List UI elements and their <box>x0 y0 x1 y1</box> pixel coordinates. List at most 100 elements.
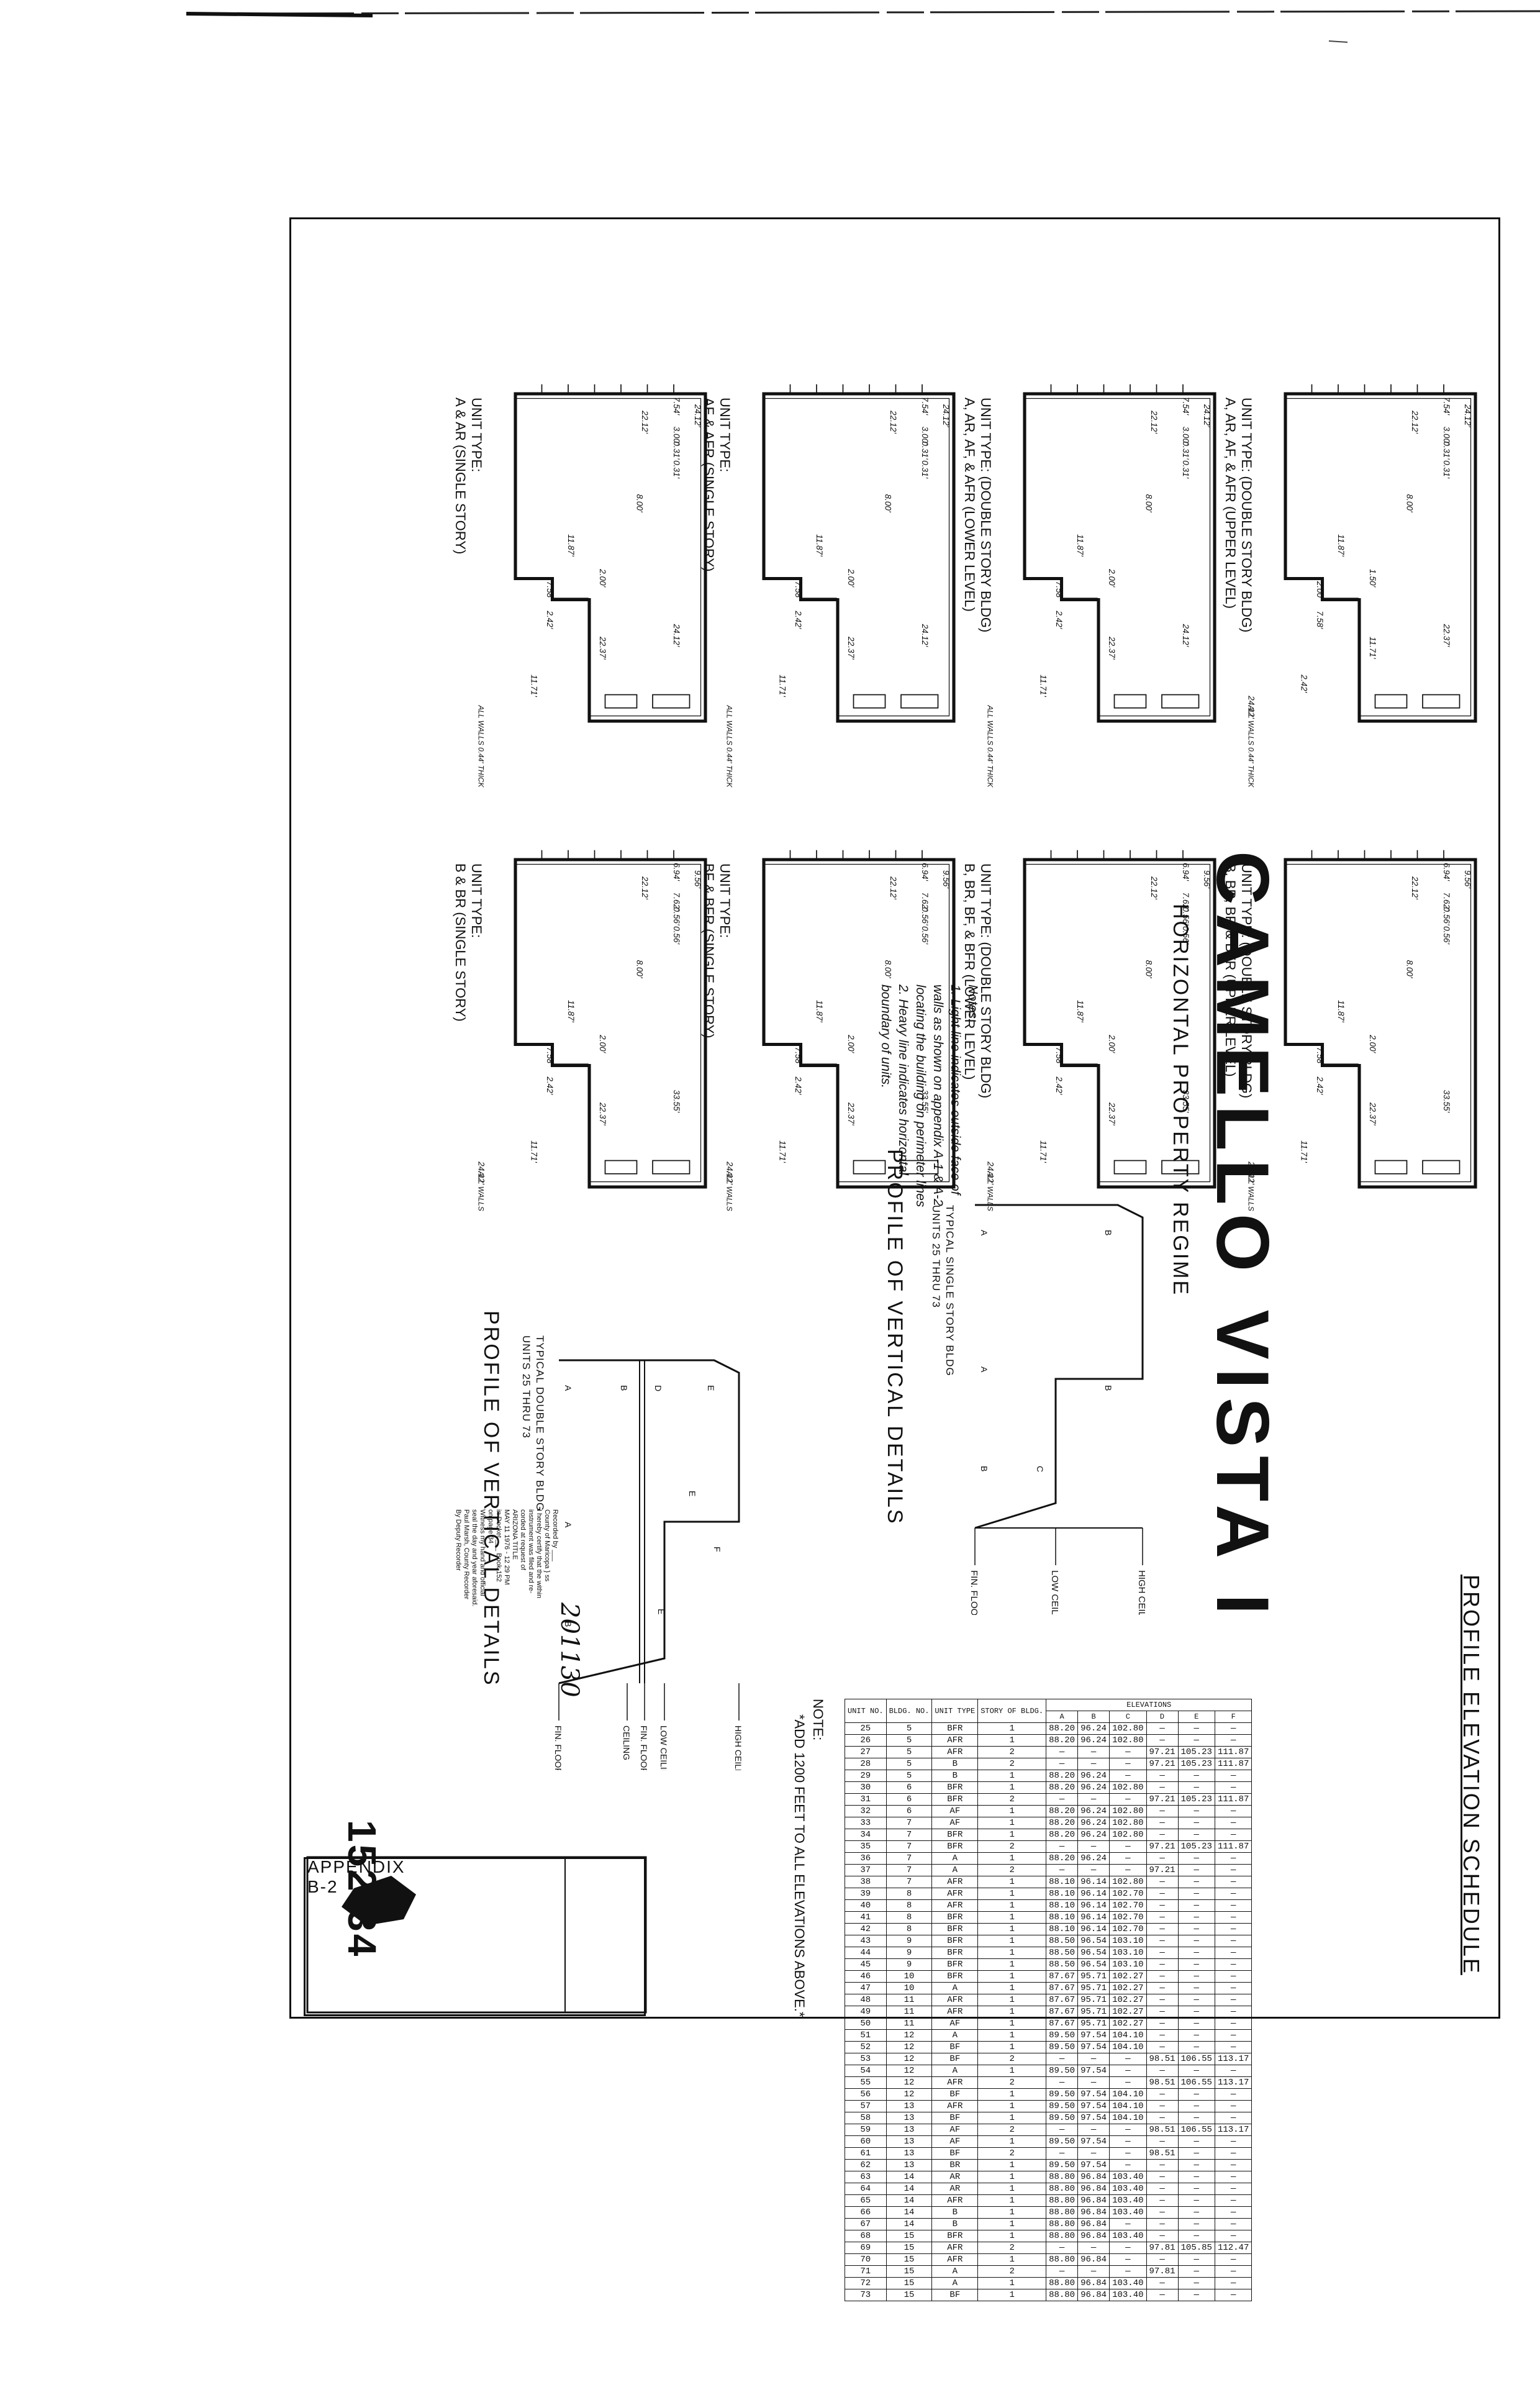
dimension-label: 7.62' <box>672 893 681 911</box>
schedule-cell: 89.50 <box>1046 2135 1078 2148</box>
schedule-cell: 2 <box>977 2076 1046 2089</box>
dimension-label: 11.87' <box>1076 1000 1085 1022</box>
schedule-cell: 96.24 <box>1077 1781 1110 1794</box>
schedule-cell: 113.17 <box>1215 2124 1252 2136</box>
unit-plan-caption-8: UNIT TYPE: (DOUBLE STORY BLDG)B, BR, BF,… <box>1222 863 1254 1098</box>
schedule-cell: 88.80 <box>1046 2277 1078 2289</box>
schedule-cell: 55 <box>845 2076 887 2089</box>
schedule-cell: — <box>1046 2265 1078 2278</box>
schedule-cell: — <box>1146 2065 1179 2077</box>
profile-point-label: E <box>687 1491 697 1496</box>
schedule-cell: AF <box>931 2124 978 2136</box>
profile-point-label: B <box>1103 1230 1113 1235</box>
schedule-cell: BFR <box>931 1911 978 1924</box>
schedule-cell: — <box>1109 1864 1147 1876</box>
schedule-cell: 111.87 <box>1215 1793 1252 1806</box>
unit-plan-4: 24.12'7.54'3.00'0.31'0.31'22.12'8.00'11.… <box>1247 384 1477 788</box>
schedule-header-cell: F <box>1215 1711 1252 1723</box>
schedule-cell: 1 <box>977 1805 1046 1817</box>
unit-wall-light <box>516 863 702 1183</box>
schedule-cell: — <box>1146 1829 1179 1841</box>
dimension-label: 2.00' <box>846 1034 856 1053</box>
schedule-cell: 52 <box>845 2041 887 2053</box>
schedule-cell: 36 <box>845 1852 887 1865</box>
schedule-cell: — <box>1178 2088 1215 2101</box>
dimension-label: 11.87' <box>566 1000 576 1022</box>
schedule-cell: 37 <box>845 1864 887 1876</box>
schedule-cell: — <box>1077 1746 1110 1758</box>
schedule-title: PROFILE ELEVATION SCHEDULE <box>1459 1575 1484 1975</box>
schedule-cell: 96.14 <box>1077 1911 1110 1924</box>
unit-plan-caption-6: UNIT TYPE:BF & BFR (SINGLE STORY) <box>700 863 733 1039</box>
schedule-cell: — <box>1077 1758 1110 1770</box>
dimension-label: 24.12' <box>725 1161 735 1184</box>
schedule-cell: — <box>1215 2029 1252 2042</box>
high-ceiling-label: HIGH CEILING <box>733 1725 743 1770</box>
schedule-cell: 96.84 <box>1077 2253 1110 2266</box>
schedule-cell: 103.40 <box>1109 2289 1147 2301</box>
schedule-cell: 39 <box>845 1888 887 1900</box>
dimension-label: 0.31' <box>920 442 930 460</box>
schedule-cell: — <box>1178 2100 1215 2112</box>
schedule-cell: AFR <box>931 2100 978 2112</box>
dimension-label: 33.55' <box>920 1090 930 1113</box>
unit-wall-light <box>1286 863 1472 1183</box>
schedule-cell: 1 <box>977 2006 1046 2018</box>
unit-plan-caption-line: UNIT TYPE: <box>469 398 484 473</box>
unit-plan-7: 9.56'6.94'7.62'0.56'0.56'22.12'8.00'11.8… <box>986 850 1216 1211</box>
dimension-label: 7.58' <box>545 581 555 599</box>
schedule-cell: 13 <box>886 2112 932 2124</box>
schedule-cell: 87.67 <box>1046 1970 1078 1983</box>
schedule-cell: 30 <box>845 1781 887 1794</box>
schedule-cell: 105.23 <box>1178 1793 1215 1806</box>
schedule-cell: 71 <box>845 2265 887 2278</box>
schedule-cell: 98.51 <box>1146 2147 1179 2160</box>
dimension-label: 8.00' <box>1144 494 1154 512</box>
schedule-cell: 88.10 <box>1046 1876 1078 1888</box>
dimension-label: 24.12' <box>1463 404 1472 427</box>
wall-thickness-note: ALL WALLS 0.44' THICK <box>477 1171 486 1212</box>
dimension-label: 8.00' <box>1144 960 1154 978</box>
dimension-label: 0.56' <box>1442 907 1451 925</box>
schedule-cell: — <box>1178 2065 1215 2077</box>
schedule-cell: — <box>1215 1982 1252 1994</box>
dimension-label: 11.71' <box>530 1140 539 1163</box>
title-block-text <box>307 1857 646 2012</box>
window-box <box>1113 1160 1147 1175</box>
schedule-header-cell: STORY OF BLDG. <box>977 1699 1046 1723</box>
schedule-cell: 1 <box>977 2029 1046 2042</box>
profile-outline <box>974 1204 1144 1529</box>
schedule-cell: 88.10 <box>1046 1911 1078 1924</box>
schedule-cell: 88.80 <box>1046 2194 1078 2207</box>
schedule-cell: 1 <box>977 2159 1046 2171</box>
schedule-cell: — <box>1146 1911 1179 1924</box>
schedule-cell: A <box>931 1982 978 1994</box>
schedule-cell: 102.80 <box>1109 1722 1147 1735</box>
dimension-label: 3.00' <box>920 427 930 445</box>
unit-plan-8: 9.56'6.94'7.62'0.56'0.56'22.12'8.00'11.8… <box>1247 850 1477 1211</box>
schedule-cell: — <box>1215 2289 1252 2301</box>
schedule-note: *ADD 1200 FEET TO ALL ELEVATIONS ABOVE.* <box>792 1714 807 2017</box>
schedule-cell: — <box>1215 1722 1252 1735</box>
schedule-header-cell: UNIT TYPE <box>931 1699 978 1723</box>
schedule-cell: 35 <box>845 1840 887 1853</box>
handwritten-record-number: 201130 <box>555 1602 584 1698</box>
schedule-cell: 53 <box>845 2053 887 2065</box>
schedule-cell: — <box>1215 2265 1252 2278</box>
schedule-cell: — <box>1146 2194 1179 2207</box>
schedule-cell: BF <box>931 2088 978 2101</box>
schedule-cell: 15 <box>886 2253 932 2266</box>
schedule-cell: 96.54 <box>1077 1958 1110 1971</box>
schedule-cell: — <box>1178 1923 1215 1935</box>
dimension-label: 7.58' <box>1315 1047 1325 1065</box>
schedule-cell: — <box>1215 1734 1252 1747</box>
dimension-label: 0.56' <box>1181 926 1190 944</box>
schedule-cell: 96.84 <box>1077 2289 1110 2301</box>
schedule-cell: — <box>1046 2076 1078 2089</box>
schedule-cell: 96.84 <box>1077 2194 1110 2207</box>
